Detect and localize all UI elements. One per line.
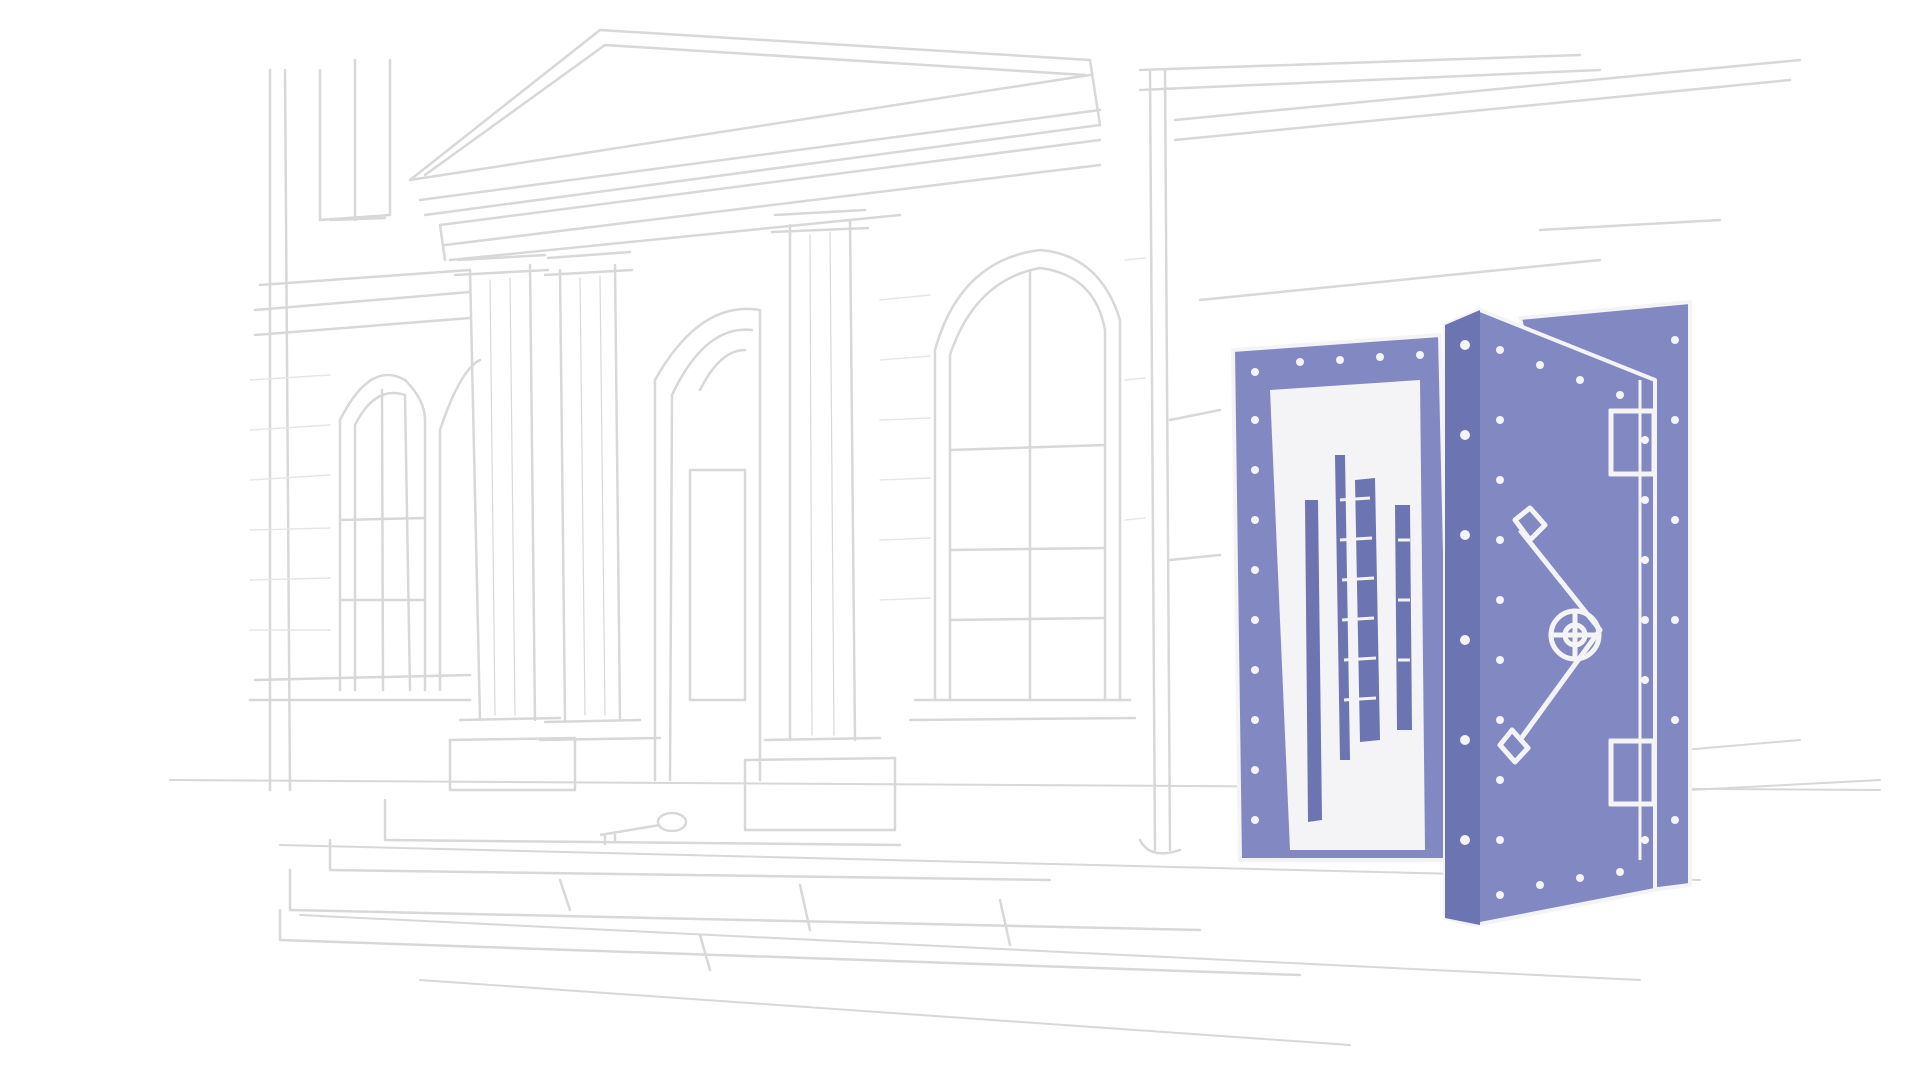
vault-door-icon <box>1231 300 1692 927</box>
handle-wheel-icon <box>1497 505 1603 765</box>
key-icon <box>599 811 688 845</box>
